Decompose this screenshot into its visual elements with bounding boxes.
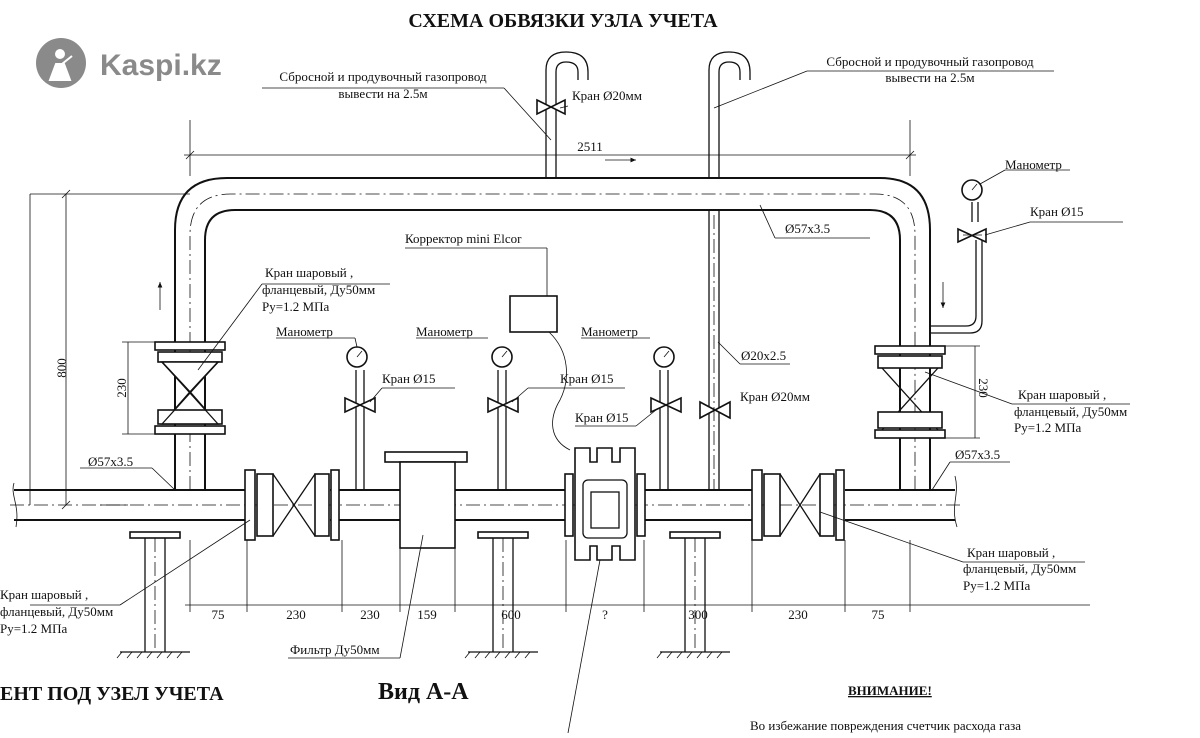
- ball-valve-right-label-1: Кран шаровый ,: [1018, 387, 1106, 402]
- dim-bottom-5: 600: [501, 607, 521, 622]
- needle-valve-icon: [957, 227, 987, 244]
- vent-left-label-2: вывести на 2.5м: [338, 86, 427, 101]
- needle-valve-icon: [344, 396, 376, 414]
- needle-valve-icon: [487, 396, 519, 414]
- kran-15-right-label: Кран Ø15: [1030, 204, 1084, 219]
- watermark: Kaspi.kz: [36, 38, 222, 88]
- dim-valve-right: 230: [976, 378, 991, 398]
- vent-valve-top-icon: [536, 98, 566, 116]
- needle-valve-icon: [650, 396, 682, 414]
- dimension-overall: 2511: [184, 120, 916, 176]
- ball-valve-br-label-1: Кран шаровый ,: [967, 545, 1055, 560]
- ball-valve-right-label-2: фланцевый, Ду50мм: [1014, 404, 1127, 419]
- dim-overall: 2511: [577, 139, 603, 154]
- dimension-valve-right: 230: [945, 345, 991, 439]
- kran-15-c-label: Кран Ø15: [575, 410, 629, 425]
- filter-body: [384, 451, 468, 549]
- kran-15-a-label: Кран Ø15: [382, 371, 436, 386]
- view-title: Вид А-А: [378, 679, 469, 705]
- foundation-title: ЕНТ ПОД УЗЕЛ УЧЕТА: [0, 683, 224, 705]
- manometer-3-label: Манометр: [581, 324, 638, 339]
- dimension-bottom-chain: 75 230 230 159 600 ? 300 230 75: [185, 540, 1090, 622]
- dim-bottom-6: ?: [602, 607, 608, 622]
- ball-valve-bl-label-3: Ру=1.2 МПа: [0, 621, 68, 636]
- dimension-height: 800: [29, 189, 190, 510]
- watermark-text: Kaspi.kz: [100, 49, 222, 82]
- manometer-2-label: Манометр: [416, 324, 473, 339]
- vent-valve-icon: [699, 400, 731, 420]
- kaspi-logo-icon: [36, 38, 86, 88]
- dim-bottom-8: 230: [788, 607, 808, 622]
- dim-bottom-2: 230: [286, 607, 306, 622]
- pipe-20-label: Ø20x2.5: [741, 348, 786, 363]
- ball-valve-bl-label-2: фланцевый, Ду50мм: [0, 604, 113, 619]
- manometer-branch-right: [930, 179, 987, 334]
- vent-pipe-right: [708, 51, 751, 490]
- corrector-label: Корректор mini Elcor: [405, 231, 522, 246]
- warning-text: Во избежание повреждения счетчик расхода…: [750, 718, 1021, 733]
- vent-pipe-left: [545, 51, 589, 178]
- flow-arrows: [100, 157, 946, 506]
- ball-valve-left-label-3: Ру=1.2 МПа: [262, 299, 330, 314]
- vent-right-label-2: вывести на 2.5м: [885, 70, 974, 85]
- ball-valve-horizontal-right: [751, 469, 845, 541]
- ball-valve-br-label-3: Ру=1.2 МПа: [963, 578, 1031, 593]
- ball-valve-left-label-1: Кран шаровый ,: [265, 265, 353, 280]
- ball-valve-bl-label-1: Кран шаровый ,: [0, 587, 88, 602]
- corrector-box: [509, 295, 571, 451]
- vent-left-label-1: Сбросной и продувочный газопровод: [279, 69, 487, 84]
- gas-meter: [564, 447, 646, 561]
- pipe-57-right-label: Ø57x3.5: [955, 447, 1000, 462]
- supports: [116, 531, 730, 659]
- dim-bottom-1: 75: [212, 607, 225, 622]
- ball-valve-br-label-2: фланцевый, Ду50мм: [963, 561, 1076, 576]
- kran-20-mid-label: Кран Ø20мм: [740, 389, 810, 404]
- ball-valve-vertical-right: [874, 345, 946, 439]
- warning-title: ВНИМАНИЕ!: [848, 683, 932, 698]
- ball-valve-horizontal-left: [244, 469, 340, 541]
- manometer-1-label: Манометр: [276, 324, 333, 339]
- dim-bottom-9: 75: [872, 607, 885, 622]
- leader-lines: [30, 70, 1130, 734]
- dim-bottom-3: 230: [360, 607, 380, 622]
- dim-bottom-7: 300: [688, 607, 708, 622]
- dim-valve-left: 230: [114, 378, 129, 398]
- ball-valve-vertical-left: [154, 341, 226, 435]
- dim-height: 800: [54, 358, 69, 378]
- kran-15-b-label: Кран Ø15: [560, 371, 614, 386]
- kran-20-top-label: Кран Ø20мм: [572, 88, 642, 103]
- manometer-branches: [344, 98, 731, 490]
- bypass-pipe: [174, 177, 931, 490]
- ball-valve-right-label-3: Ру=1.2 МПа: [1014, 420, 1082, 435]
- dim-bottom-4: 159: [417, 607, 437, 622]
- annotations: Сбросной и продувочный газопровод вывест…: [0, 54, 1127, 733]
- ball-valve-left-label-2: фланцевый, Ду50мм: [262, 282, 375, 297]
- filter-label: Фильтр Ду50мм: [290, 642, 380, 657]
- pipe-57-left-label: Ø57x3.5: [88, 454, 133, 469]
- vent-right-label-1: Сбросной и продувочный газопровод: [826, 54, 1034, 69]
- page-title: СХЕМА ОБВЯЗКИ УЗЛА УЧЕТА: [408, 10, 718, 32]
- pipe-57-top-label: Ø57x3.5: [785, 221, 830, 236]
- dimension-valve-left: 230: [114, 341, 155, 435]
- main-pipe: [10, 475, 960, 528]
- manometer-right-label: Манометр: [1005, 157, 1062, 172]
